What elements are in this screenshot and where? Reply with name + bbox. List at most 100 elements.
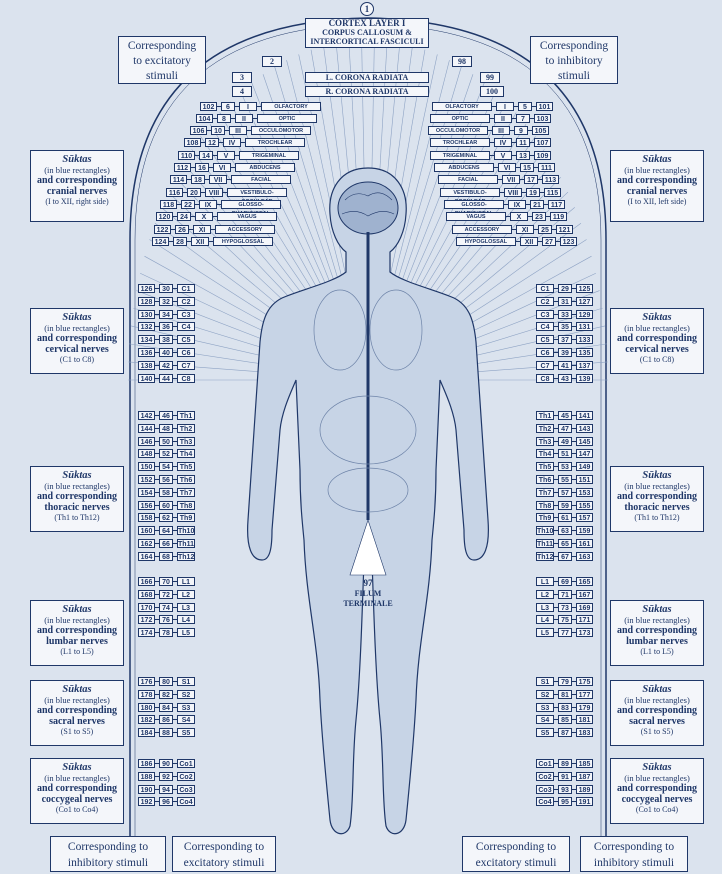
sukta-number: 179 xyxy=(576,703,593,712)
nerve-name: ABDUCENS xyxy=(434,163,494,172)
segment-label: Th2 xyxy=(536,424,554,433)
group-nerves: and corresponding cranial nerves xyxy=(614,175,700,197)
num-100: 100 xyxy=(480,86,504,97)
spinal-left-row: 188 92 Co2 xyxy=(138,771,195,782)
segment-label: Co2 xyxy=(177,772,195,781)
node-number: 63 xyxy=(558,526,572,535)
nerve-name: GLOSSO- PHARYNGEAL xyxy=(444,200,504,209)
nerve-numeral: II xyxy=(235,114,253,123)
group-sub: (in blue rectangles) xyxy=(34,323,120,333)
spinal-right-row: L373169 xyxy=(536,602,593,613)
node-number: 14 xyxy=(199,151,213,160)
group-range: (C1 to C8) xyxy=(34,355,120,365)
num-2: 2 xyxy=(262,56,282,67)
sukta-number: 112 xyxy=(174,163,191,172)
group-title: Sūktas xyxy=(34,471,120,481)
node-number: 66 xyxy=(159,539,173,548)
segment-label: S4 xyxy=(177,715,195,724)
group-title: Sūktas xyxy=(34,155,120,165)
top-circle-number: 1 xyxy=(360,2,374,16)
node-number: 20 xyxy=(187,188,201,197)
spinal-right-row: Co189185 xyxy=(536,758,593,769)
node-number: 74 xyxy=(159,603,173,612)
sukta-number: 140 xyxy=(138,374,155,383)
segment-label: L1 xyxy=(536,577,554,586)
node-number: 83 xyxy=(558,703,572,712)
group-range: (Co1 to Co4) xyxy=(34,805,120,815)
nerve-numeral: VI xyxy=(498,163,516,172)
spinal-right-row: Th655151 xyxy=(536,474,593,485)
sukta-number: 113 xyxy=(542,175,559,184)
segment-label: Th7 xyxy=(177,488,195,497)
spinal-right-row: Th145141 xyxy=(536,410,593,421)
sukta-number: 137 xyxy=(576,361,593,370)
spinal-left-row: 13438C5 xyxy=(138,334,195,345)
group-title: Sūktas xyxy=(34,605,120,615)
sukta-number: 174 xyxy=(138,628,155,637)
segment-label: Th4 xyxy=(177,449,195,458)
spinal-right-row: Th247143 xyxy=(536,423,593,434)
sukta-number: 161 xyxy=(576,539,593,548)
node-number: 82 xyxy=(159,690,173,699)
sukta-number: 126 xyxy=(138,284,155,293)
nerve-numeral: V xyxy=(494,151,512,160)
segment-label: C4 xyxy=(536,322,554,331)
node-number: 18 xyxy=(191,175,205,184)
segment-label: Th10 xyxy=(536,526,554,535)
sukta-number: 119 xyxy=(550,212,567,221)
node-number: 24 xyxy=(177,212,191,221)
node-number: 86 xyxy=(159,715,173,724)
segment-label: Th12 xyxy=(177,552,195,561)
sukta-number: 173 xyxy=(576,628,593,637)
segment-label: C8 xyxy=(536,374,554,383)
node-number: 60 xyxy=(159,501,173,510)
sukta-number: 170 xyxy=(138,603,155,612)
group-range: (C1 to C8) xyxy=(614,355,700,365)
sukta-number: 107 xyxy=(534,138,551,147)
cortex-text: CORTEX LAYER I xyxy=(306,19,428,28)
sukta-number: 144 xyxy=(138,424,155,433)
group-nerves: and corresponding coccygeal nerves xyxy=(614,783,700,805)
group-nerves: and corresponding cervical nerves xyxy=(614,333,700,355)
filum-label-1: FILUM xyxy=(340,589,396,598)
cranial-left-row: 11418VIIFACIAL xyxy=(170,175,291,185)
spinal-right-row: Th757153 xyxy=(536,487,593,498)
segment-label: C4 xyxy=(177,322,195,331)
node-number: 79 xyxy=(558,677,572,686)
segment-label: C1 xyxy=(177,284,195,293)
node-number: 31 xyxy=(558,297,572,306)
segment-label: C5 xyxy=(536,335,554,344)
spinal-left-row: 15054Th5 xyxy=(138,461,195,472)
spinal-left-row: 16468Th12 xyxy=(138,551,195,562)
nerve-numeral: X xyxy=(195,212,213,221)
node-number: 29 xyxy=(558,284,572,293)
sukta-number: 111 xyxy=(538,163,555,172)
nerve-numeral: II xyxy=(494,114,512,123)
spinal-right-row: S179175 xyxy=(536,676,593,687)
node-number: 92 xyxy=(159,772,173,781)
cranial-left-row: 10610IIIOCCULOMOTOR xyxy=(190,126,311,136)
filum-number: 97 xyxy=(356,578,380,588)
group-sub: (in blue rectangles) xyxy=(34,695,120,705)
left-cervical-group: Sūktas (in blue rectangles) and correspo… xyxy=(30,308,124,374)
sukta-number: 188 xyxy=(138,772,155,781)
spinal-left-row: 15458Th7 xyxy=(138,487,195,498)
sukta-number: 183 xyxy=(576,728,593,737)
sukta-number: 168 xyxy=(138,590,155,599)
segment-label: Th7 xyxy=(536,488,554,497)
node-number: 30 xyxy=(159,284,173,293)
sukta-number: 157 xyxy=(576,513,593,522)
segment-label: Th8 xyxy=(177,501,195,510)
cranial-right-row: OCCULOMOTORIII9105 xyxy=(428,126,549,136)
spinal-left-row: 17882S2 xyxy=(138,689,195,700)
node-number: 78 xyxy=(159,628,173,637)
right-cervical-group: Sūktas (in blue rectangles) and correspo… xyxy=(610,308,704,374)
nerve-numeral: XI xyxy=(193,225,211,234)
sukta-number: 103 xyxy=(534,114,551,123)
spinal-right-row: Th553149 xyxy=(536,461,593,472)
segment-label: Co1 xyxy=(177,759,195,768)
nerve-name: ACCESSORY xyxy=(452,225,512,234)
sukta-number: 149 xyxy=(576,462,593,471)
node-number: 17 xyxy=(524,175,538,184)
segment-label: C1 xyxy=(536,284,554,293)
